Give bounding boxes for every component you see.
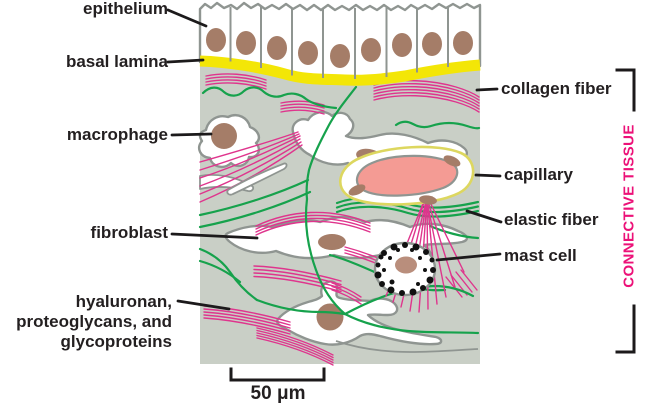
label-hyaluronan-line3: glycoproteins: [60, 332, 172, 351]
label-mast-cell-text: mast cell: [504, 246, 577, 265]
label-elastic-fiber: elastic fiber: [504, 211, 599, 229]
label-fibroblast-text: fibroblast: [90, 223, 168, 242]
label-basal-lamina: basal lamina: [55, 53, 168, 71]
pointer-mast-cell: [435, 252, 502, 262]
pointer-hyaluronan: [176, 299, 231, 311]
label-basal-lamina-text: basal lamina: [65, 52, 168, 71]
endothelial-nucleus: [443, 155, 461, 167]
bottom-cell: [276, 280, 443, 346]
bottom-cell-nucleus: [316, 303, 344, 331]
label-capillary-text: capillary: [504, 165, 573, 184]
collagen-fiber-bundles: [199, 73, 480, 366]
pointer-elastic-fiber: [465, 209, 503, 224]
label-macrophage-text: macrophage: [66, 125, 168, 144]
pointer-collagen-fiber: [475, 87, 499, 92]
epithelium-nuclei: [206, 28, 473, 68]
label-collagen-fiber-text: collagen fiber: [501, 79, 612, 98]
mast-cell: [373, 241, 437, 297]
label-hyaluronan-line2: proteoglycans, and: [16, 312, 172, 331]
label-macrophage: macrophage: [54, 126, 168, 144]
cell-process-sliver: [226, 162, 288, 196]
label-hyaluronan-line1: hyaluronan,: [75, 292, 172, 311]
scale-bar-label-text: 50 μm: [250, 383, 306, 404]
mast-cell-nucleus: [395, 256, 417, 274]
connective-tissue-bracket: [615, 68, 636, 354]
pointer-macrophage: [170, 132, 213, 137]
label-hyaluronan: hyaluronan, proteoglycans, and glycoprot…: [0, 292, 172, 352]
pointer-basal-lamina: [166, 58, 205, 64]
epithelium-layer: [198, 1, 482, 86]
capillary-vessel: [339, 145, 475, 206]
label-capillary: capillary: [504, 166, 573, 184]
basal-lamina-band: [199, 55, 481, 86]
macrophage-nucleus: [211, 123, 237, 149]
mast-cell-granules: [374, 242, 436, 296]
fibroblast-nucleus: [318, 234, 346, 250]
label-epithelium-text: epithelium: [82, 0, 168, 18]
label-fibroblast: fibroblast: [80, 224, 168, 242]
pointer-epithelium: [166, 8, 208, 28]
endothelial-nucleus: [348, 184, 366, 196]
label-elastic-fiber-text: elastic fiber: [504, 210, 599, 229]
pointer-lines: [166, 8, 503, 311]
pointer-fibroblast: [170, 232, 259, 240]
label-connective-tissue-text: CONNECTIVE TISSUE: [620, 124, 638, 288]
scale-bar-label: 50 μm: [230, 383, 326, 405]
bottom-cell-arm: [335, 340, 479, 353]
pointer-capillary: [474, 173, 502, 178]
epithelium-cell-borders: [229, 7, 449, 79]
endothelial-nucleus: [419, 195, 437, 205]
label-collagen-fiber: collagen fiber: [501, 80, 612, 98]
label-mast-cell: mast cell: [504, 247, 577, 265]
label-connective-tissue: CONNECTIVE TISSUE: [621, 124, 638, 288]
label-epithelium: epithelium: [70, 0, 168, 18]
scale-bar-line: [229, 367, 326, 382]
